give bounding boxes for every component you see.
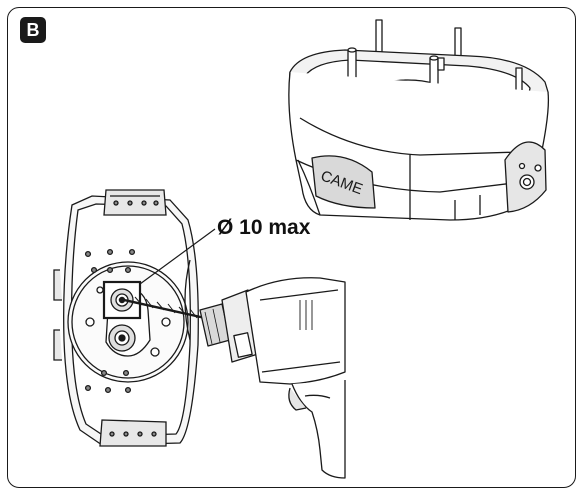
panel-letter-badge: B — [20, 17, 46, 43]
leader-line — [139, 228, 216, 285]
figure-frame — [7, 7, 576, 488]
junction-box-illustration — [288, 19, 550, 221]
drill-illustration — [123, 277, 346, 479]
base-plate-illustration — [53, 189, 199, 447]
drill-diameter-label: Ø 10 max — [217, 216, 311, 239]
